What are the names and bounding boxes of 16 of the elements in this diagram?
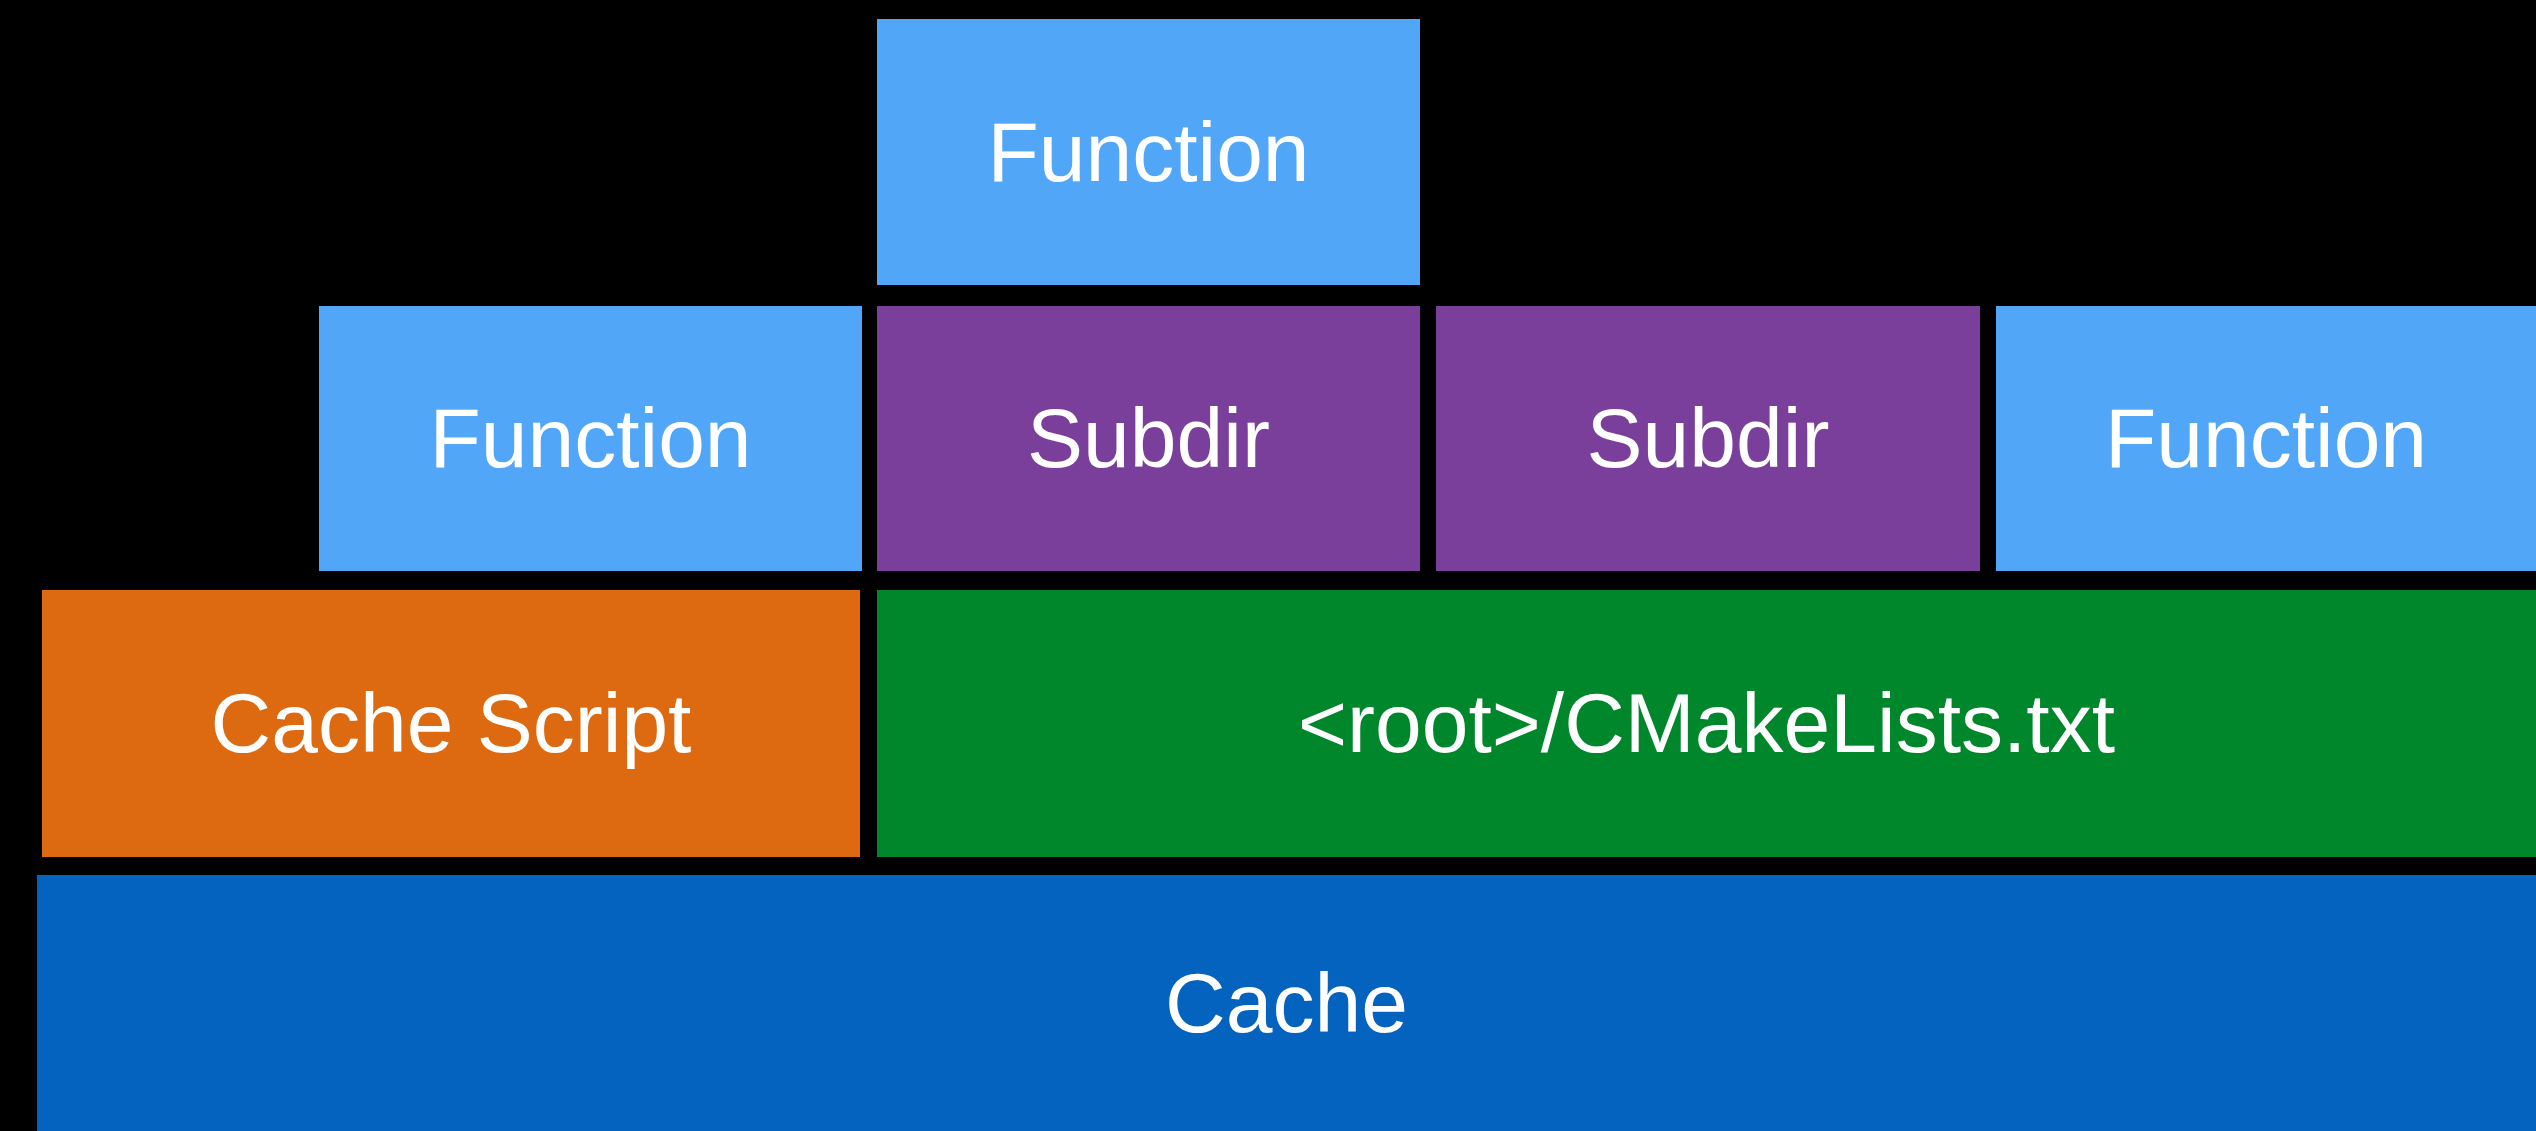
layer-label: Subdir	[1027, 390, 1270, 487]
layer-label: Cache Script	[210, 675, 692, 772]
stack-layer-block	[877, 590, 2536, 857]
layer-label: Subdir	[1586, 390, 1830, 487]
stack-layer-block	[37, 875, 2536, 1131]
layer-label: Function	[2104, 390, 2428, 487]
layer-label: Function	[987, 103, 1310, 201]
stack-layer-block	[877, 306, 1420, 571]
layer-label: Function	[429, 390, 752, 487]
layer-label: Cache	[1165, 954, 1408, 1052]
layer-label: <root>/CMakeLists.txt	[1298, 675, 2115, 772]
stack-layer-block	[877, 19, 1420, 285]
stack-layer-block	[42, 590, 860, 857]
stack-layer-block	[1436, 306, 1980, 571]
stack-layer-block	[1996, 306, 2536, 571]
stack-layer-block	[319, 306, 862, 571]
